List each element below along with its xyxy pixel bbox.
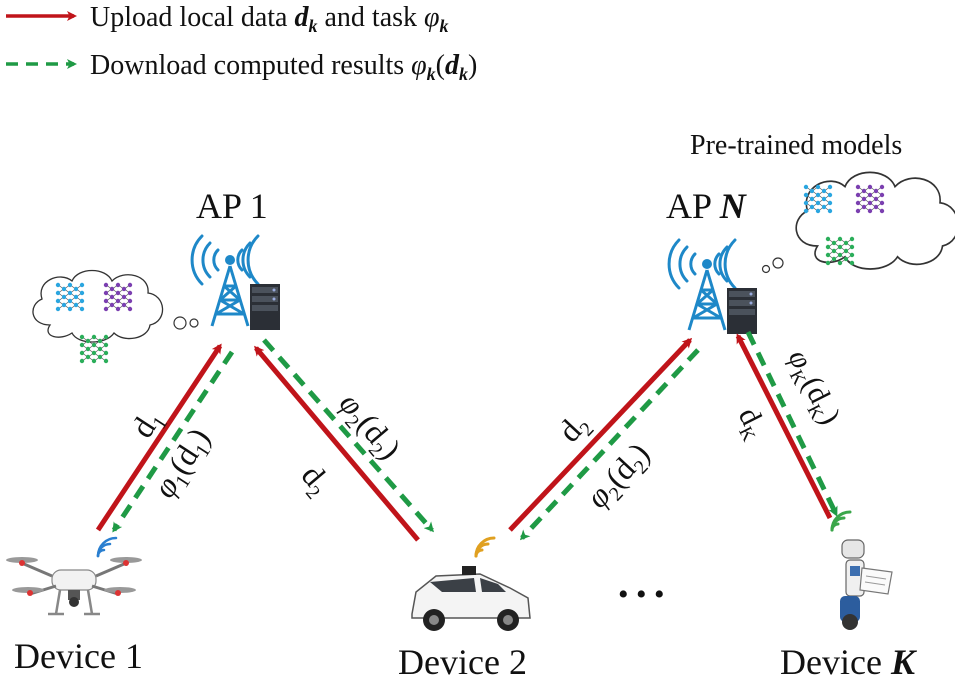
caption-pretrained-models: Pre-trained models [690,130,902,161]
link-1-up-label: d1 [124,402,173,446]
link-labels: d1 φ1(d1) d2 φ2(d2) d2 φ2(d2) dK φK(dK) [124,344,847,515]
device-2-label: Device 2 [398,642,527,682]
link-4-up-label: dK [727,402,774,445]
model-cloud-apn [761,171,955,274]
ap-n-label: AP N [666,186,748,226]
legend: Upload local data dk and task φk Downloa… [6,2,477,84]
car-icon [411,536,531,631]
upload-arrow [254,345,420,542]
download-arrow [745,330,839,517]
download-arrow [262,338,434,533]
device-1-label: Device 1 [14,636,143,676]
wifi-icon [830,510,852,532]
download-arrow [519,348,700,541]
ellipsis: • • • [618,578,665,611]
legend-download-label: Download computed results φk(dk) [90,50,477,84]
upload-arrow [508,337,693,532]
access-point-n [667,238,759,336]
wifi-icon [474,536,496,558]
robot-icon [830,510,893,630]
upload-arrow [735,333,833,520]
drone-icon [6,536,142,616]
access-point-1 [190,234,282,332]
links [95,330,839,542]
model-cloud-ap1 [32,269,199,364]
wifi-icon [96,536,118,558]
device-k-label: Device K [780,642,918,682]
upload-arrow [95,343,223,532]
access-point-icon [667,238,759,336]
link-2-up-label: d2 [291,457,339,503]
legend-upload-label: Upload local data dk and task φk [90,2,449,36]
download-arrow [111,350,235,533]
access-point-icon [190,234,282,332]
ap-1-label: AP 1 [196,186,268,226]
